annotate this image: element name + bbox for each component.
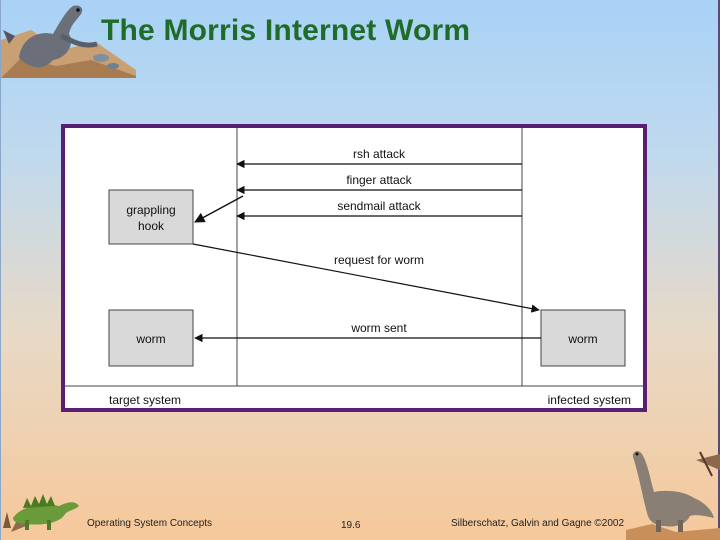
brontosaurus-illustration (626, 451, 720, 540)
grappling-hook-label-line1: grappling (126, 203, 175, 217)
request-for-worm-label: request for worm (334, 253, 424, 267)
footer-course-title: Operating System Concepts (87, 518, 213, 529)
footer-page-number: 19.6 (341, 520, 361, 531)
grappling-hook-label-line2: hook (138, 219, 165, 233)
infected-system-label: infected system (548, 393, 631, 407)
footer-copyright: Silberschatz, Galvin and Gagne ©2002 (451, 518, 625, 529)
finger-attack-label: finger attack (346, 173, 412, 187)
worm-sent-label: worm sent (350, 321, 407, 335)
target-worm-box (108, 309, 194, 367)
infected-worm-label: worm (567, 332, 597, 346)
grappling-hook-box (108, 189, 194, 245)
dinosaur-illustration-top (1, 5, 136, 78)
infected-worm-box (540, 309, 626, 367)
stegosaurus-illustration (3, 494, 79, 532)
target-system-label: target system (109, 393, 181, 407)
grappling-hook-arrow (194, 195, 244, 223)
diagram-canvas: rsh attack finger attack sendmail attack… (65, 128, 643, 408)
worm-attack-diagram: rsh attack finger attack sendmail attack… (61, 124, 647, 412)
diagram-svg: rsh attack finger attack sendmail attack… (65, 128, 643, 407)
slide-title: The Morris Internet Worm (101, 14, 471, 47)
request-for-worm-arrow (192, 243, 540, 313)
sendmail-attack-label: sendmail attack (337, 199, 421, 213)
target-worm-label: worm (135, 332, 165, 346)
rsh-attack-label: rsh attack (353, 147, 406, 161)
